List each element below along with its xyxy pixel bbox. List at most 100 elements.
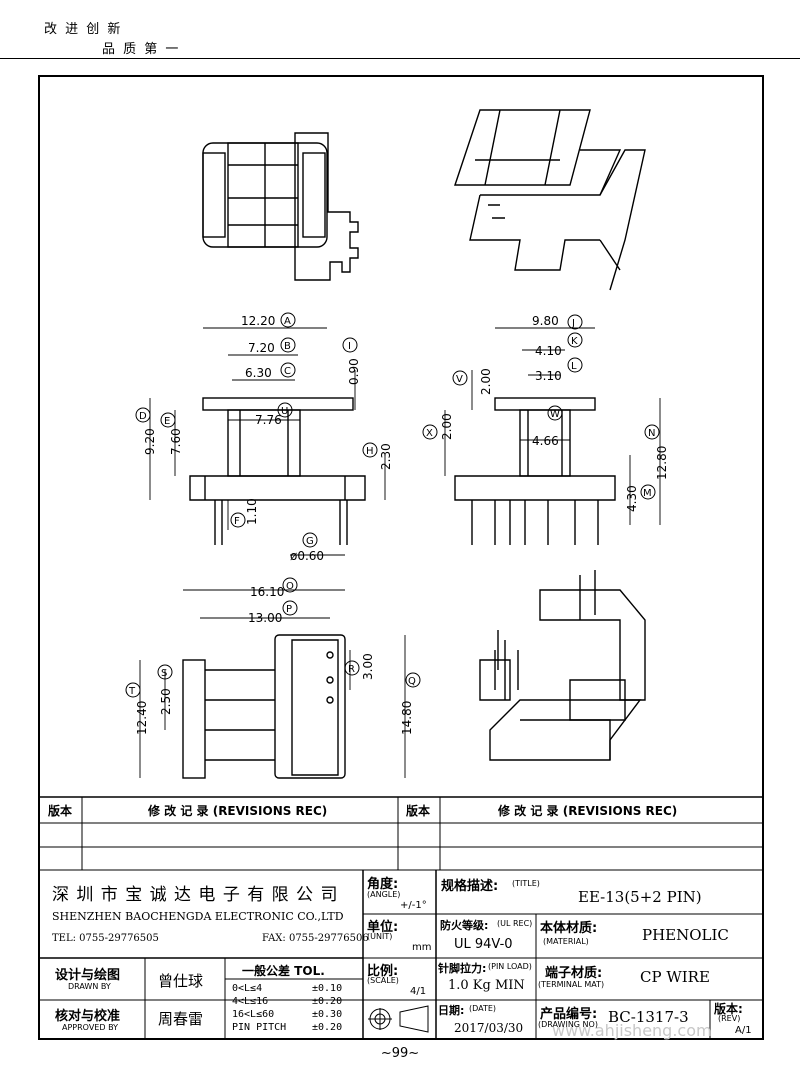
dim-marker-P: P [282,600,298,616]
company-name-cn: 深 圳 市 宝 诚 达 电 子 有 限 公 司 [52,885,339,905]
dim-Q-value: 14.80 [400,701,414,735]
dim-marker-E: E [160,412,176,428]
svg-text:F: F [234,516,240,527]
scale-label: 比例: [367,964,399,979]
dim-marker-K: K [567,332,583,348]
angle-value: +/-1° [400,900,427,911]
svg-text:W: W [550,409,560,420]
dim-G-value: ø0.60 [290,549,324,563]
pin-load-label-en: (PIN LOAD) [488,962,532,971]
svg-text:H: H [366,446,374,457]
title-label: 规格描述: [441,879,499,894]
watermark: www.ahjisheng.com [552,1021,712,1040]
material-label: 本体材质: [540,921,598,936]
date-label: 日期: [438,1004,465,1017]
unit-label: 单位: [367,920,399,935]
svg-text:X: X [426,428,433,439]
dim-marker-U: U [277,402,293,418]
dim-marker-G: G [302,532,318,548]
ul-value: UL 94V-0 [454,937,513,952]
drawn-by-label-en: DRAWN BY [68,982,111,991]
dim-marker-M: M [640,484,656,500]
svg-text:P: P [286,604,292,615]
tol-range-2: 4<L≤16 [232,996,269,1007]
unit-value: mm [412,942,432,953]
dim-marker-I: I [342,337,358,353]
ul-label-en: (UL REC) [497,919,533,928]
dim-marker-B: B [280,337,296,353]
dim-W-value: 4.66 [532,434,559,448]
slogan-line-1: 改 进 创 新 [44,22,123,37]
dim-D-value: 9.20 [143,428,157,455]
svg-text:N: N [648,428,655,439]
dim-L-value: 3.10 [535,369,562,383]
svg-text:B: B [284,341,291,352]
dim-E-value: 7.60 [169,428,183,455]
svg-text:K: K [571,336,578,347]
dim-N-value: 12.80 [655,446,669,480]
header-rule [0,58,800,59]
dim-O-value: 16.10 [250,585,284,599]
title-value: EE-13(5+2 PIN) [578,888,702,906]
svg-text:C: C [284,366,291,377]
approved-by-label: 核对与校准 [55,1009,121,1024]
rev-col-ban-1: 版本 [48,804,73,818]
svg-text:T: T [128,686,136,697]
top-view [202,132,359,281]
terminal-label: 端子材质: [545,966,603,981]
svg-text:V: V [456,374,463,385]
dim-F-value: 1.10 [245,498,259,525]
dim-marker-C: C [280,362,296,378]
scale-value: 4/1 [410,986,427,997]
drawing-views: 12.20 7.20 6.30 7.76 9.20 7.60 1.10 ø0.6… [125,109,669,779]
unit-label-en: (UNIT) [367,932,393,941]
dim-A-value: 12.20 [241,314,275,328]
drawn-by-value: 曾仕球 [158,972,204,990]
dim-K-value: 4.10 [535,344,562,358]
drawing-no-label: 产品编号: [540,1007,598,1022]
dim-marker-S: S [157,664,173,680]
rev-label: 版本: [714,1002,743,1016]
material-label-en: (MATERIAL) [543,937,589,946]
svg-text:U: U [281,406,288,417]
tol-value-3: ±0.30 [312,1009,343,1020]
angle-label: 角度: [367,877,399,892]
dim-marker-N: N [644,424,660,440]
drawn-by-label: 设计与绘图 [55,968,121,983]
slogan-line-2: 品 质 第 一 [102,42,181,57]
svg-text:Q: Q [408,676,416,687]
page-number: ~99~ [380,1046,420,1061]
dim-X-value: 2.00 [440,413,454,440]
dim-marker-W: W [547,405,563,421]
svg-text:I: I [348,341,351,352]
scale-label-en: (SCALE) [367,976,399,985]
dim-C-value: 6.30 [245,366,272,380]
dim-marker-X: X [422,424,438,440]
approved-by-value: 周春雷 [158,1010,204,1028]
svg-text:S: S [161,668,167,679]
svg-text:G: G [306,536,314,547]
tol-value-2: ±0.20 [312,996,343,1007]
dimension-lines [139,327,661,778]
dim-I-value: 0.90 [347,358,361,385]
drawing-frame [38,75,764,1040]
rev-col-record-1: 修 改 记 录 (REVISIONS REC) [148,804,328,818]
dim-marker-F: F [230,512,246,528]
svg-text:R: R [348,664,355,675]
dim-S-value: 2.50 [159,688,173,715]
dim-marker-A: A [280,312,296,328]
rev-value: A/1 [735,1025,752,1036]
dim-P-value: 13.00 [248,611,282,625]
approved-by-label-en: APPROVED BY [62,1023,119,1032]
dim-H-value: 2.30 [379,443,393,470]
svg-text:L: L [571,361,577,372]
dimension-markers: A B C D E F G H I U J K L V X W N M O P … [125,312,660,698]
dim-marker-J: J [567,314,583,330]
angle-label-en: (ANGLE) [367,890,401,899]
terminal-label-en: (TERMINAL MAT) [538,980,605,989]
iso-view-top [454,109,646,291]
material-value: PHENOLIC [642,926,729,944]
rev-col-ban-2: 版本 [406,804,431,818]
svg-text:O: O [286,581,294,592]
